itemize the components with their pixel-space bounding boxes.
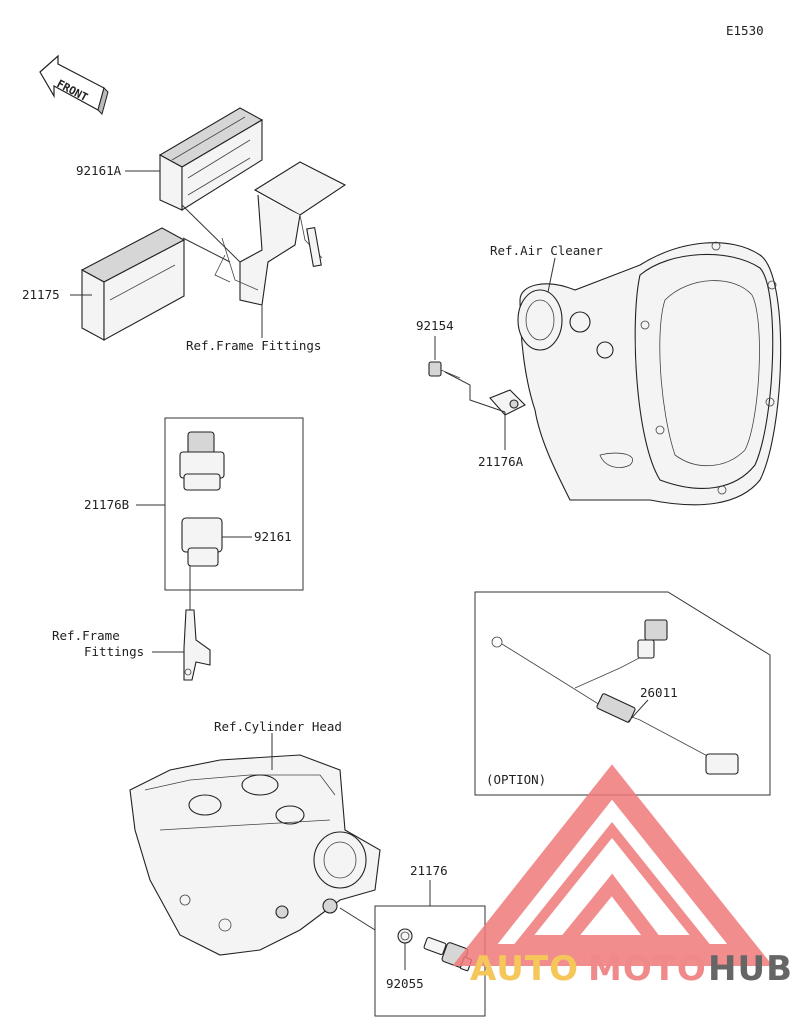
label-ref-cylinder-head: Ref.Cylinder Head	[214, 719, 342, 734]
label-92055: 92055	[386, 976, 424, 991]
watermark-auto: AUTO	[470, 949, 579, 989]
box-21176B	[164, 417, 304, 591]
automotohub-logo-icon	[452, 764, 773, 966]
label-26011: 26011	[640, 685, 678, 700]
cylinder-head	[129, 754, 381, 956]
diagram-code: E1530	[726, 23, 764, 38]
part-92154-bolt	[428, 361, 461, 379]
box-option-26011	[474, 591, 771, 796]
front-arrow-icon: FRONT	[39, 54, 109, 115]
label-21176A: 21176A	[478, 454, 524, 469]
label-92161A: 92161A	[76, 163, 122, 178]
frame-fittings-bracket-top	[214, 161, 347, 306]
label-92154: 92154	[416, 318, 454, 333]
watermark-hub: HUB	[708, 949, 793, 989]
frame-fittings-bracket-small	[183, 566, 211, 681]
air-cleaner-housing	[517, 241, 782, 506]
label-92161: 92161	[254, 529, 292, 544]
label-option: (OPTION)	[486, 772, 546, 787]
label-21176: 21176	[410, 863, 448, 878]
part-92055-washer	[397, 928, 413, 944]
part-21175-ecu	[80, 227, 186, 341]
label-ref-air-cleaner: Ref.Air Cleaner	[490, 243, 603, 258]
part-92161A-bracket	[158, 107, 264, 211]
label-ref-frame-line1: Ref.Frame	[52, 628, 120, 643]
label-ref-frame-fittings-top: Ref.Frame Fittings	[186, 338, 321, 353]
part-21176B-sensor	[179, 431, 225, 491]
label-21176B: 21176B	[84, 497, 129, 512]
watermark-moto: MOTO	[588, 949, 707, 989]
label-21175: 21175	[22, 287, 60, 302]
automotohub-watermark: AUTO MOTO HUB	[470, 949, 793, 989]
part-92161-rubber	[181, 517, 223, 567]
label-ref-frame-line2: Fittings	[84, 644, 144, 659]
part-21176A-sensor	[489, 389, 526, 416]
part-26011-harness	[491, 619, 739, 775]
